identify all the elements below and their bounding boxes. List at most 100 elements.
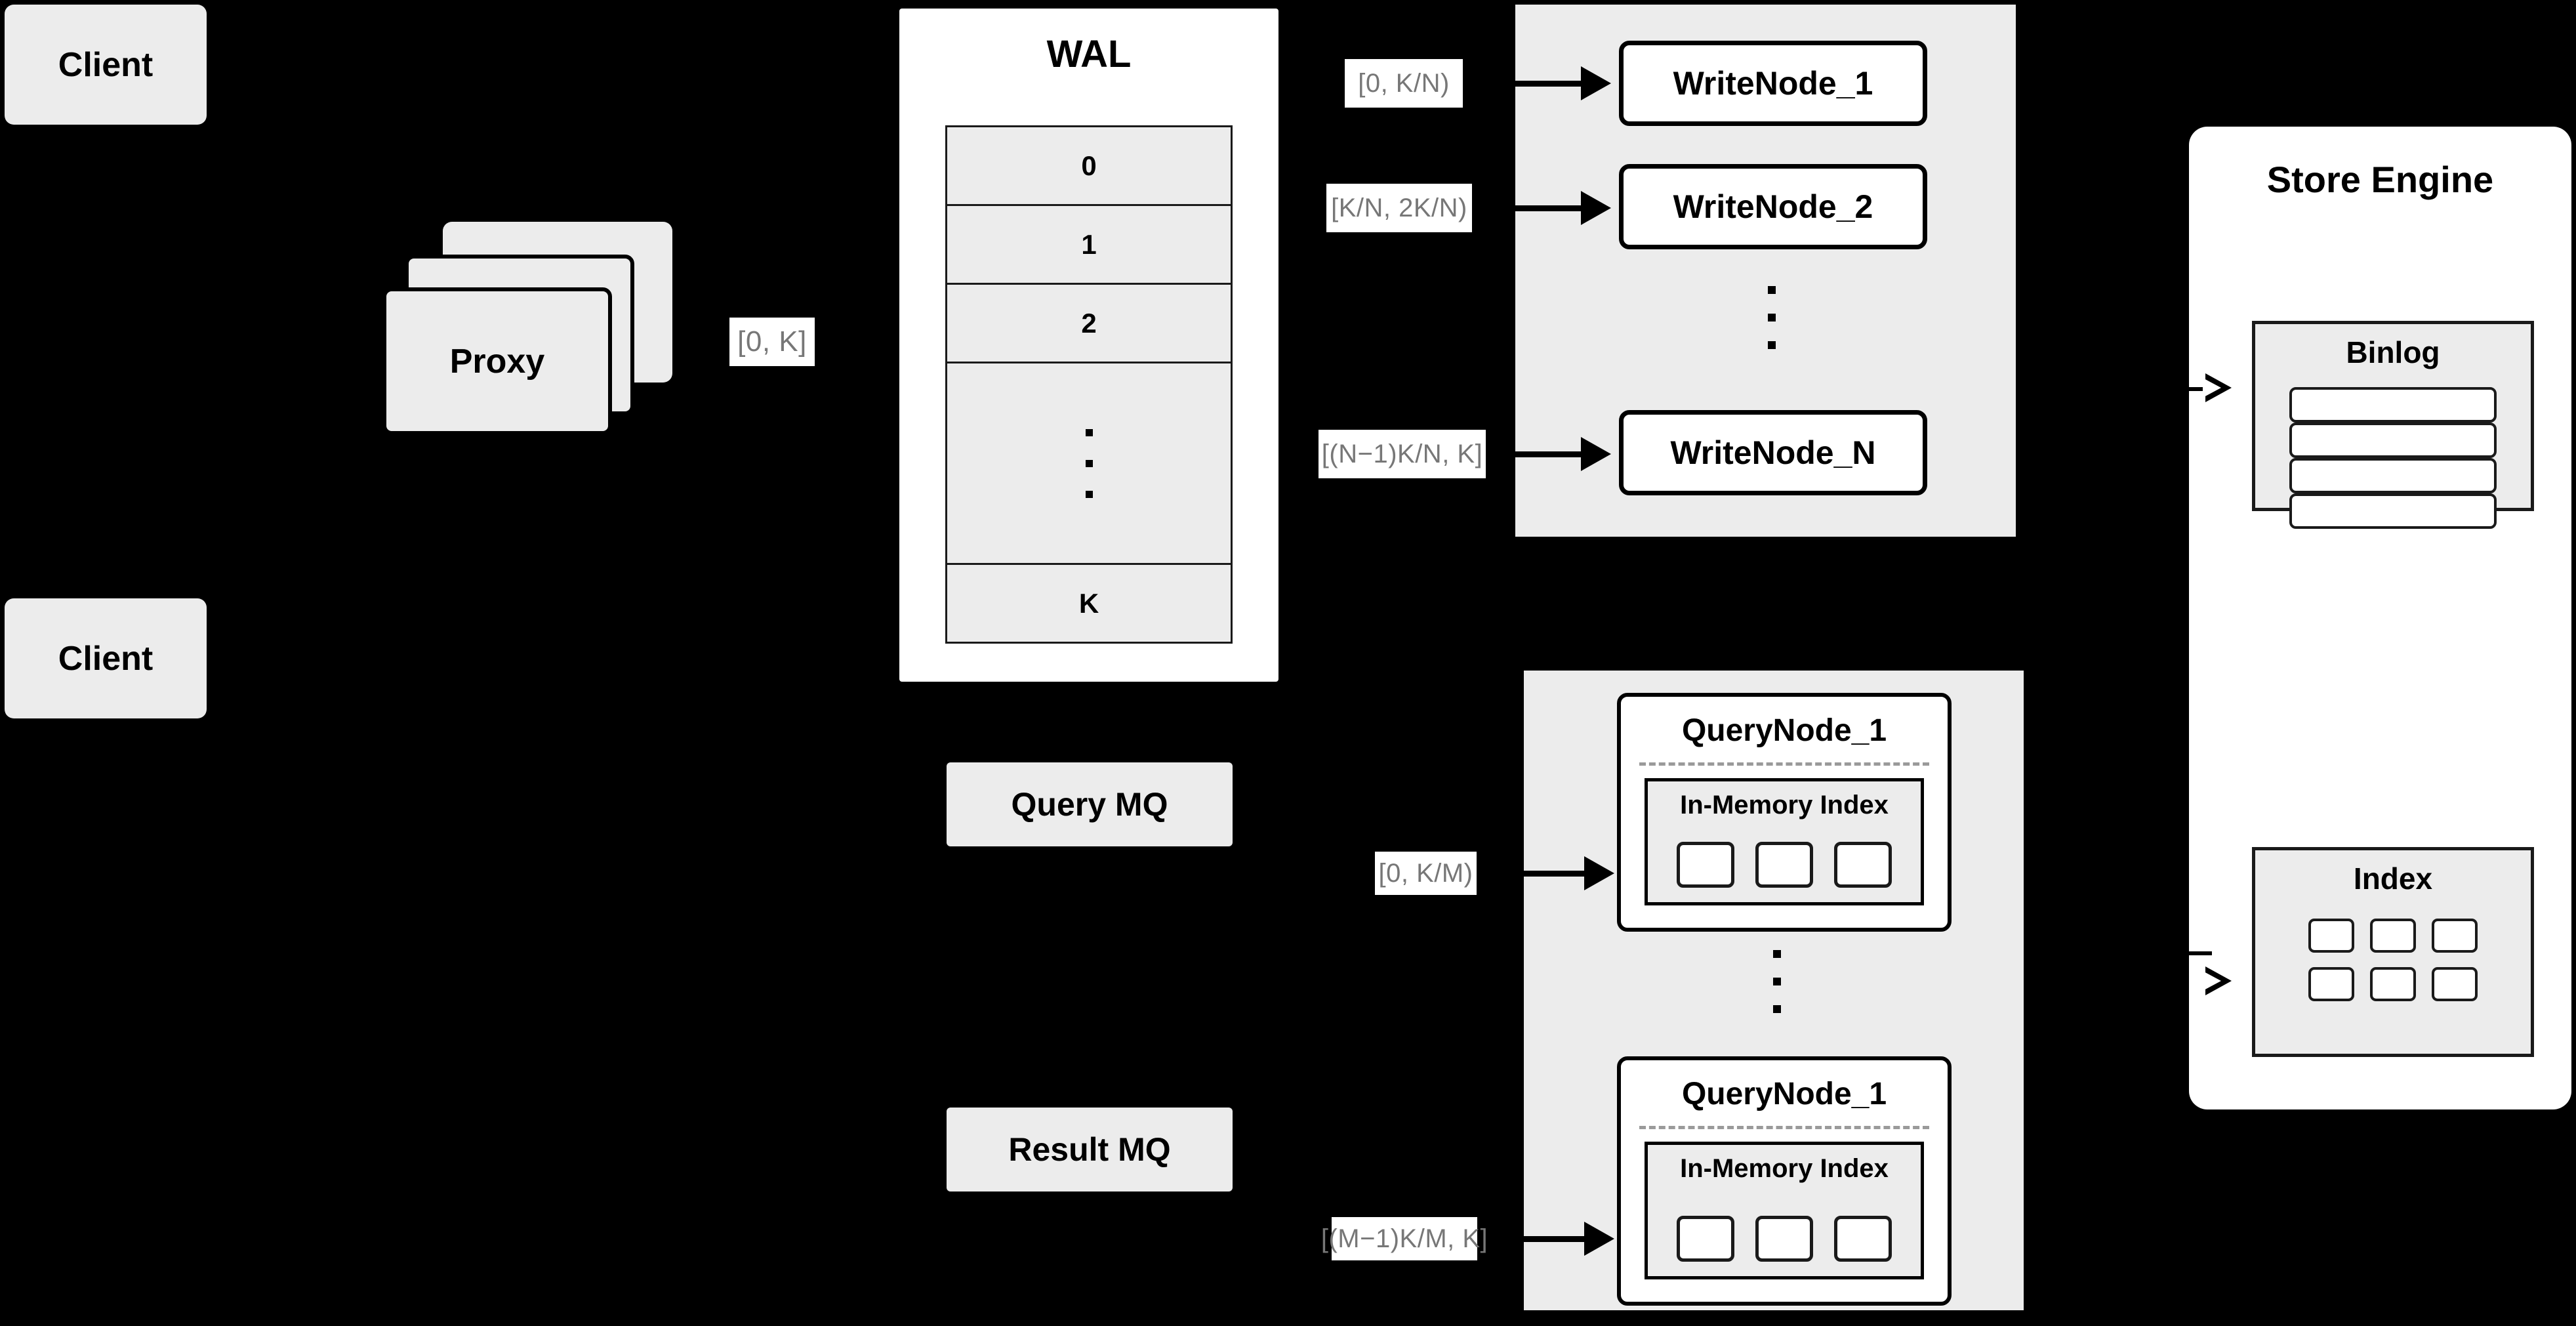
binlog-row [2289, 458, 2497, 493]
result-mq-box[interactable]: Result MQ [947, 1108, 1233, 1191]
index-cell [2432, 967, 2478, 1001]
in-memory-index-1: In-Memory Index [1645, 778, 1924, 905]
label-wal-to-writenode-2-text: [K/N, 2K/N) [1331, 193, 1467, 222]
index-cell [1755, 1216, 1813, 1262]
index-title: Index [2353, 861, 2433, 896]
arrow-head-querynode-1 [1584, 856, 1614, 890]
in-memory-index-1-cells [1648, 842, 1921, 888]
binlog-row [2289, 423, 2497, 458]
label-proxy-to-wal: [0, K] [729, 318, 815, 366]
query-node-2-title: QueryNode_1 [1681, 1077, 1887, 1111]
wal-row-value: K [1078, 587, 1099, 619]
index-cell [2308, 967, 2354, 1001]
wal-row-ellipsis [947, 363, 1231, 565]
index-cell [1677, 842, 1734, 888]
ellipsis-dot [1768, 341, 1776, 349]
in-memory-index-1-title: In-Memory Index [1680, 791, 1889, 819]
arrow-line-to-index [2178, 951, 2212, 955]
ellipsis-dot [1773, 978, 1781, 985]
label-wal-to-writenode-n: [(N−1)K/N, K] [1319, 430, 1486, 478]
wal-title: WAL [1046, 33, 1132, 75]
binlog-row-list [2289, 387, 2497, 529]
binlog-box: Binlog [2252, 321, 2534, 529]
label-proxy-to-wal-text: [0, K] [737, 325, 807, 358]
result-mq-label: Result MQ [1008, 1131, 1171, 1168]
label-mq-to-querynode-m-text: [(M−1)K/M, K] [1320, 1224, 1488, 1253]
ellipsis-dot [1768, 314, 1776, 321]
index-cell [2370, 967, 2416, 1001]
label-mq-to-querynode-1: [0, K/M) [1375, 852, 1477, 895]
binlog-row [2289, 387, 2497, 423]
index-cell [1834, 1216, 1892, 1262]
wal-box: WAL 0 1 2 K [895, 5, 1282, 686]
index-cell [1755, 842, 1813, 888]
arrow-head-to-index [2203, 966, 2232, 995]
client-box-1[interactable]: Client [5, 5, 207, 125]
query-node-1-title: QueryNode_1 [1681, 713, 1887, 748]
write-node-1[interactable]: WriteNode_1 [1619, 41, 1927, 126]
wal-row: 0 [947, 127, 1231, 206]
client-box-2[interactable]: Client [5, 598, 207, 718]
binlog-title: Binlog [2346, 335, 2440, 369]
label-wal-to-writenode-1: [0, K/N) [1345, 59, 1463, 108]
proxy-box[interactable]: Proxy [382, 287, 612, 435]
label-mq-to-querynode-1-text: [0, K/M) [1378, 858, 1473, 888]
index-cell [1677, 1216, 1734, 1262]
write-node-1-label: WriteNode_1 [1673, 65, 1873, 102]
write-node-n[interactable]: WriteNode_N [1619, 410, 1927, 495]
wal-row-value: 2 [1081, 307, 1097, 339]
arrow-line-writenode-1 [1502, 81, 1584, 87]
arrow-line-to-binlog [2178, 387, 2212, 391]
wal-row: 1 [947, 206, 1231, 285]
index-box: Index [2252, 847, 2534, 1057]
arrow-line-writenode-n [1502, 451, 1584, 457]
label-wal-to-writenode-n-text: [(N−1)K/N, K] [1321, 439, 1483, 468]
write-node-n-label: WriteNode_N [1670, 434, 1876, 471]
client-label-2: Client [58, 639, 153, 678]
index-cell [1834, 842, 1892, 888]
arrow-line-querynode-m [1505, 1236, 1587, 1242]
index-cell [2370, 919, 2416, 953]
label-wal-to-writenode-2: [K/N, 2K/N) [1326, 184, 1472, 232]
proxy-label: Proxy [449, 342, 545, 381]
arrow-line-writenode-2 [1502, 205, 1584, 211]
query-node-1[interactable]: QueryNode_1 In-Memory Index [1617, 693, 1952, 932]
store-engine-title: Store Engine [2266, 159, 2494, 200]
query-mq-label: Query MQ [1011, 786, 1168, 823]
arrow-head-to-binlog [2203, 373, 2232, 402]
arrow-head-querynode-m [1584, 1222, 1614, 1256]
in-memory-index-2-title: In-Memory Index [1680, 1154, 1889, 1183]
wal-row: 2 [947, 285, 1231, 363]
query-node-2[interactable]: QueryNode_1 In-Memory Index [1617, 1056, 1952, 1306]
write-node-ellipsis [1768, 286, 1776, 349]
write-node-2[interactable]: WriteNode_2 [1619, 164, 1927, 249]
ellipsis-dot [1085, 428, 1093, 436]
label-mq-to-querynode-m: [(M−1)K/M, K] [1321, 1217, 1488, 1260]
ellipsis-dot [1773, 950, 1781, 958]
client-label-1: Client [58, 45, 153, 84]
binlog-row [2289, 493, 2497, 529]
in-memory-index-2-cells [1648, 1216, 1921, 1262]
ellipsis-dot [1085, 459, 1093, 467]
arrow-head-writenode-n [1581, 437, 1611, 471]
store-engine-box: Store Engine Binlog Index [2189, 127, 2571, 1109]
ellipsis-dot [1085, 490, 1093, 498]
in-memory-index-2: In-Memory Index [1645, 1142, 1924, 1279]
query-node-ellipsis [1773, 950, 1781, 1013]
query-node-1-divider [1639, 762, 1929, 766]
query-mq-box[interactable]: Query MQ [947, 762, 1233, 846]
wal-row: K [947, 565, 1231, 642]
arrow-head-writenode-2 [1581, 191, 1611, 225]
arrow-head-writenode-1 [1581, 66, 1611, 100]
index-cell [2432, 919, 2478, 953]
query-node-2-divider [1639, 1126, 1929, 1129]
wal-row-list: 0 1 2 K [945, 125, 1233, 644]
label-wal-to-writenode-1-text: [0, K/N) [1358, 68, 1450, 98]
write-node-2-label: WriteNode_2 [1673, 188, 1873, 225]
index-cell-grid [2255, 919, 2531, 1001]
wal-row-value: 1 [1081, 228, 1097, 260]
index-grid-row [2308, 967, 2478, 1001]
wal-row-value: 0 [1081, 150, 1097, 181]
index-cell [2308, 919, 2354, 953]
